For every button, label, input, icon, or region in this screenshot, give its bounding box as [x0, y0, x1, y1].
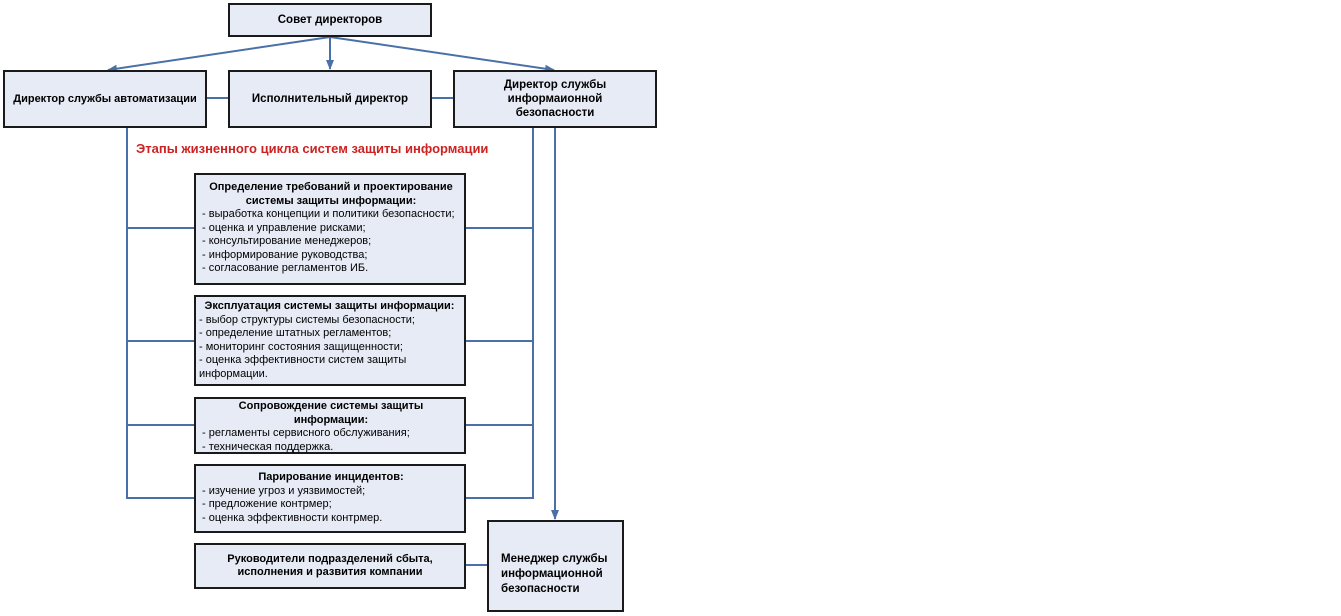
automation-stage-bus [126, 127, 196, 499]
security-director-label: Директор службы информаионной безопаснос… [503, 79, 607, 119]
stage-box-operation: Эксплуатация системы защиты информации: … [194, 295, 466, 386]
stage-item: - согласование регламентов ИБ. [202, 262, 369, 274]
stage-item: - выработка концепции и политики безопас… [202, 208, 455, 220]
stage-item: - выбор структуры системы безопасности; [199, 313, 415, 326]
board-of-directors-box: Совет директоров [228, 3, 432, 37]
board-to-security-arrow [329, 36, 555, 73]
stage-item: - предложение контрмер; [202, 498, 332, 510]
security-stage-bus [465, 127, 534, 499]
security-director-box: Директор службы информаионной безопаснос… [453, 70, 657, 128]
board-of-directors-label: Совет директоров [277, 14, 383, 26]
board-to-automation-arrow [107, 36, 331, 73]
executive-director-box: Исполнительный директор [228, 70, 432, 128]
stage-title: Парирование инцидентов: [258, 471, 404, 483]
department-heads-box: Руководители подразделений сбыта, исполн… [194, 543, 466, 589]
stage-title: Определение требований и проектирование … [209, 181, 453, 207]
stage-item: - консультирование менеджеров; [202, 235, 372, 247]
automation-director-label: Директор службы автоматизации [13, 93, 197, 105]
executive-director-label: Исполнительный директор [251, 93, 409, 105]
stage-box-incidents: Парирование инцидентов: - изучение угроз… [194, 464, 466, 533]
stage-item: - определение штатных регламентов; [199, 327, 392, 339]
security-manager-label: Менеджер службы информационной безопасно… [501, 552, 608, 595]
stage-item: - техническая поддержка. [202, 440, 334, 453]
stage-item: - регламенты сервисного обслуживания; [202, 427, 410, 439]
stage-item: - информирование руководства; [202, 248, 368, 261]
stage-title: Эксплуатация системы защиты информации: [204, 300, 455, 312]
stage-title: Сопровождение системы защиты информации: [238, 400, 424, 426]
stage-item: - оценка эффективности систем защиты инф… [199, 354, 407, 380]
stage-item: - мониторинг состояния защищенности; [199, 340, 403, 353]
lifecycle-heading: Этапы жизненного цикла систем защиты инф… [136, 141, 489, 156]
automation-director-box: Директор службы автоматизации [3, 70, 207, 128]
stage-item: - оценка эффективности контрмер. [202, 511, 383, 524]
stage-item: - изучение угроз и уязвимостей; [202, 484, 366, 497]
stage-box-requirements: Определение требований и проектирование … [194, 173, 466, 285]
security-manager-box: Менеджер службы информационной безопасно… [487, 520, 624, 612]
department-heads-label: Руководители подразделений сбыта, исполн… [227, 552, 433, 579]
stage-box-maintenance: Сопровождение системы защиты информации:… [194, 397, 466, 454]
stage-item: - оценка и управление рисками; [202, 221, 366, 234]
